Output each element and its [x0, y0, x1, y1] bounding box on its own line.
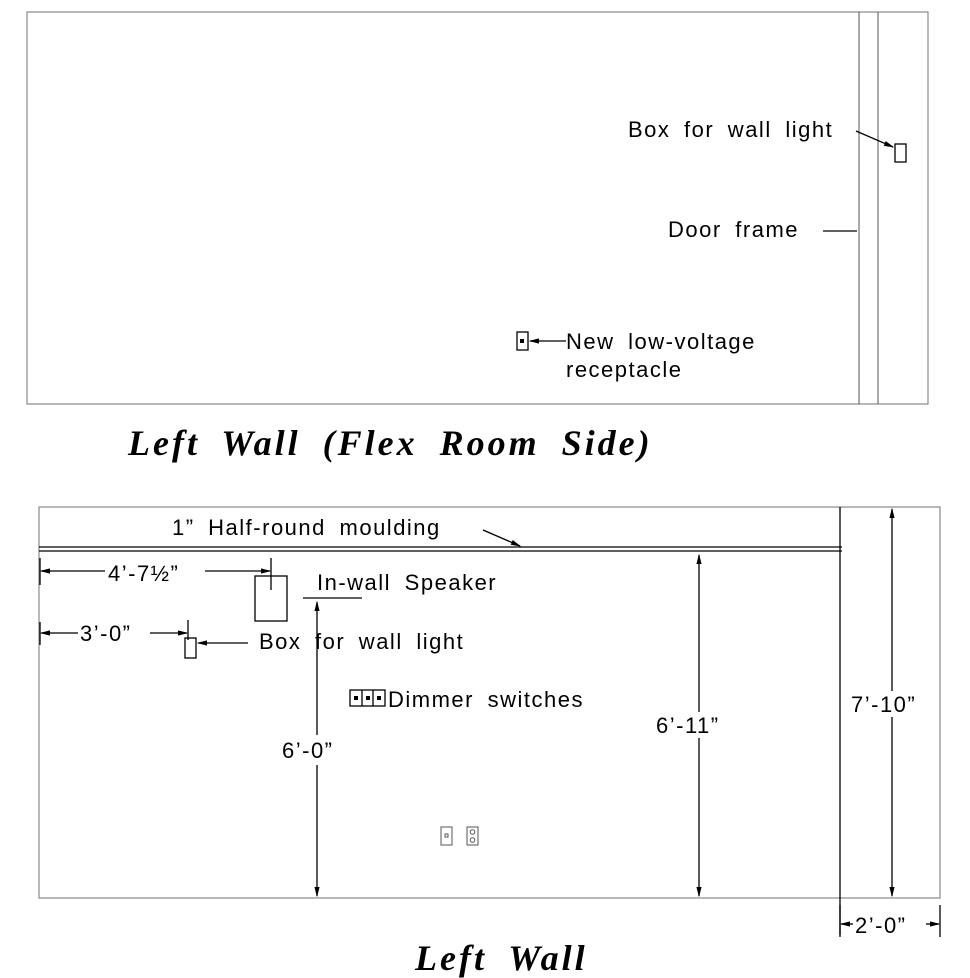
receptacle-dot [520, 339, 524, 343]
dimmer-switches-icon [349, 689, 386, 707]
box-wall-light-label: Box for wall light [259, 629, 464, 654]
moulding-height-dimension: 6’-11” [656, 713, 720, 738]
top-drawing-title: Left Wall (Flex Room Side) [127, 423, 653, 463]
end-width-dimension: 2’-0” [855, 913, 907, 938]
wall-outline [26, 11, 929, 405]
top-elevation: Box for wall light Door frame New low-vo… [26, 11, 929, 463]
bottom-elevation: 1” Half-round moulding 4’-7½” In-wall Sp… [38, 506, 941, 978]
dimmer-label: Dimmer switches [388, 687, 584, 712]
receptacle-label-2: receptacle [566, 357, 683, 382]
speaker-height-dimension: 6’-0” [282, 738, 334, 763]
wall-height-dimension: 7’-10” [851, 692, 916, 717]
outlet-icon [440, 826, 453, 846]
box-wall-light-label: Box for wall light [628, 117, 833, 142]
leader-line [855, 130, 895, 148]
leader-line [482, 529, 522, 547]
receptacle-icon [516, 331, 529, 351]
bottom-drawing-title: Left Wall [414, 938, 588, 978]
speaker-icon [254, 575, 288, 622]
door-frame-label: Door frame [668, 217, 799, 242]
duplex-outlet-icon [466, 826, 479, 846]
wall-light-box-icon [184, 637, 197, 659]
speaker-label: In-wall Speaker [317, 570, 497, 595]
light-offset-dimension: 3’-0” [80, 621, 132, 646]
moulding-label: 1” Half-round moulding [172, 515, 441, 540]
wall-outline [38, 506, 941, 899]
speaker-offset-dimension: 4’-7½” [108, 561, 179, 586]
receptacle-label-1: New low-voltage [566, 329, 756, 354]
wall-light-box-icon [894, 143, 907, 163]
label-background [848, 691, 938, 717]
label-background [652, 712, 746, 738]
